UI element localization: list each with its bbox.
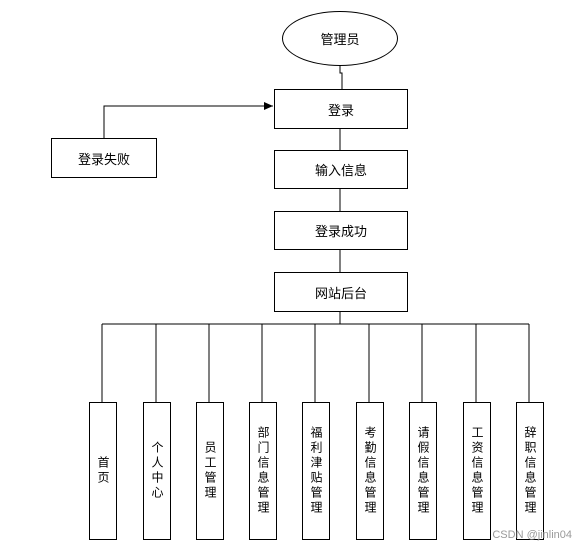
module-node: 个人中心: [143, 402, 171, 540]
node-admin: 管理员: [282, 11, 398, 66]
module-label: 部门信息管理: [256, 426, 270, 516]
module-node: 部门信息管理: [249, 402, 277, 540]
module-label: 首页: [96, 456, 110, 486]
module-label: 员工管理: [203, 441, 217, 501]
watermark-text: CSDN @jinlin04: [492, 529, 572, 541]
module-node: 考勤信息管理: [356, 402, 384, 540]
module-node: 福利津贴管理: [302, 402, 330, 540]
module-node: 工资信息管理: [463, 402, 491, 540]
module-node: 请假信息管理: [409, 402, 437, 540]
connector-root-login: [339, 65, 343, 90]
module-label: 个人中心: [150, 441, 164, 501]
module-node: 辞职信息管理: [516, 402, 544, 540]
module-node: 员工管理: [196, 402, 224, 540]
node-step: 登录: [274, 89, 408, 129]
module-label: 请假信息管理: [416, 426, 430, 516]
module-label: 辞职信息管理: [523, 426, 537, 516]
connector-fail-login: [103, 102, 273, 138]
node-step: 网站后台: [274, 272, 408, 312]
node-step: 登录成功: [274, 211, 408, 250]
module-node: 首页: [89, 402, 117, 540]
node-login-failed: 登录失败: [51, 138, 157, 178]
module-label: 工资信息管理: [470, 426, 484, 516]
module-label: 考勤信息管理: [363, 426, 377, 516]
module-label: 福利津贴管理: [309, 426, 323, 516]
node-step: 输入信息: [274, 150, 408, 189]
